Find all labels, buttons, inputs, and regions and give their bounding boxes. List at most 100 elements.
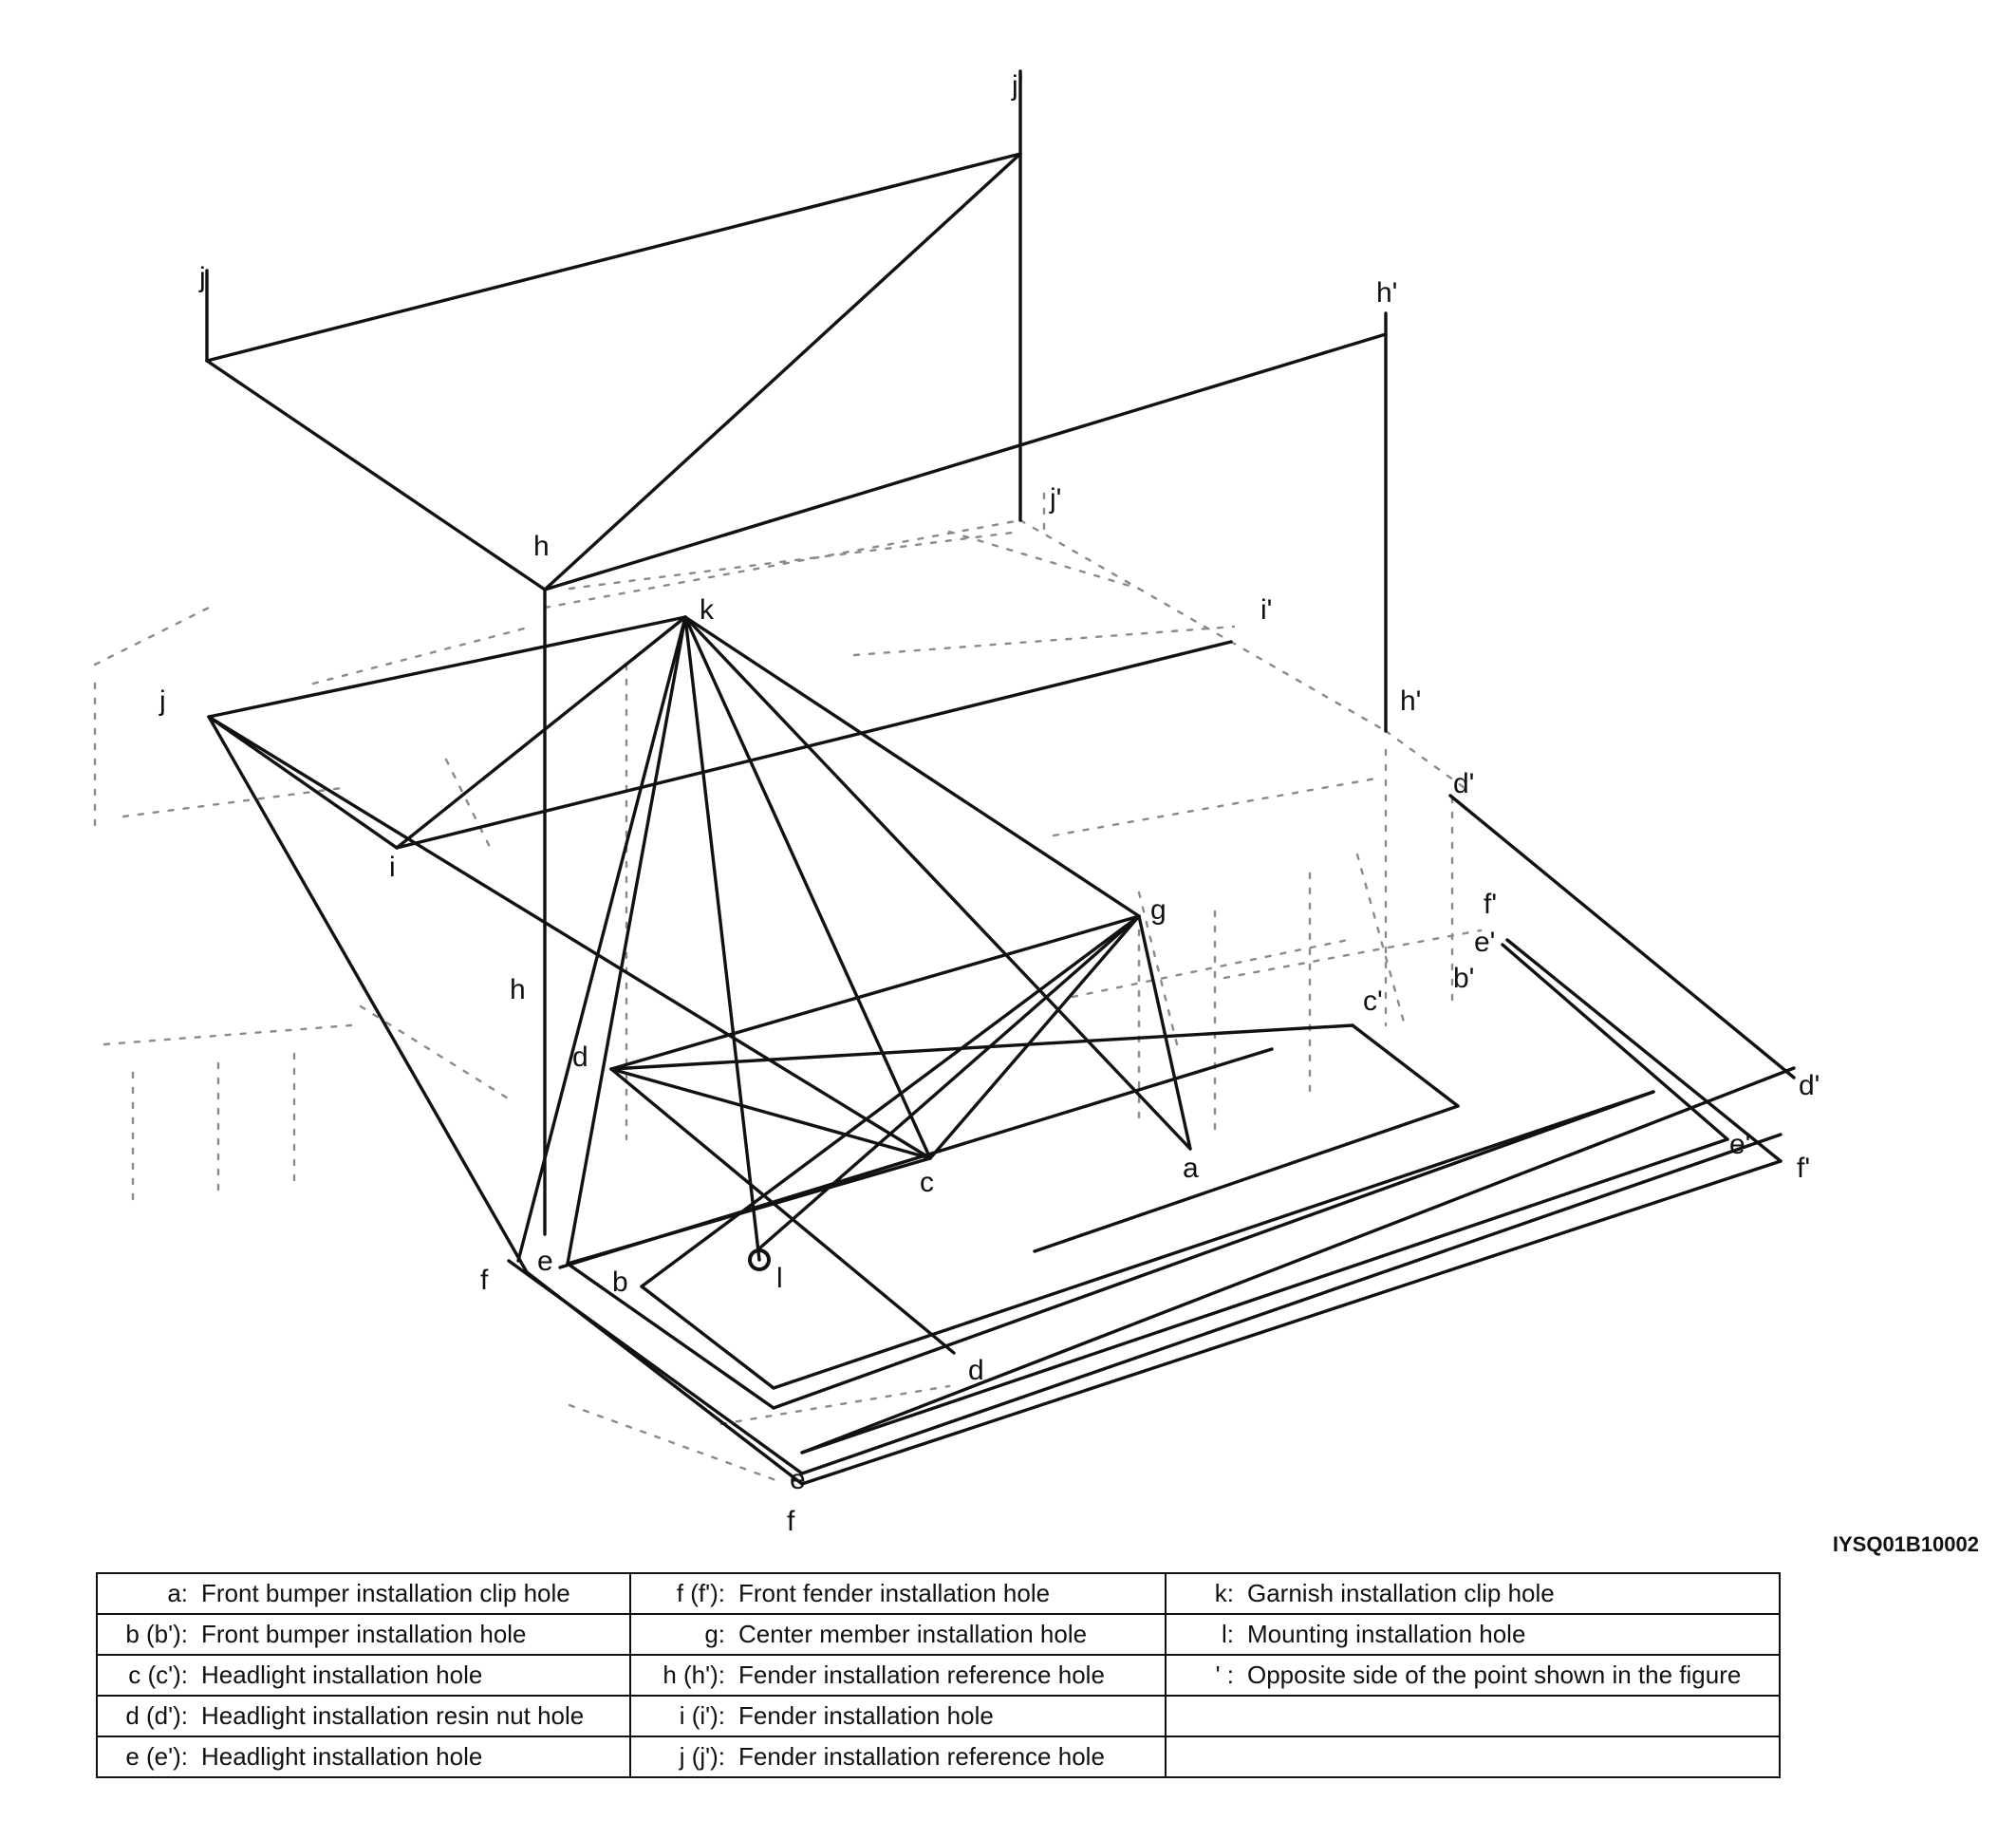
body-outline-stroke-0 — [1018, 518, 1388, 733]
body-dimension-diagram: j' j h' j' h k i' j h' d' i g f' e' b' h… — [93, 69, 1820, 1537]
body-outline-stroke-1 — [543, 518, 1022, 610]
dimension-line-32 — [558, 1047, 1274, 1269]
label-c: c — [920, 1167, 934, 1198]
dimension-line-4 — [205, 359, 547, 591]
body-outline-stroke-5 — [1052, 777, 1378, 837]
legend-cell: k:Garnish installation clip hole — [1165, 1572, 1781, 1615]
dimension-line-44 — [1501, 943, 1729, 1141]
legend-cell: i (i'): Fender installation hole — [629, 1695, 1167, 1737]
label-e-bottom: e — [790, 1464, 806, 1495]
dimension-line-3 — [543, 152, 1022, 591]
dimension-line-39 — [207, 715, 529, 1274]
dimension-line-24 — [609, 914, 1141, 1071]
legend-key: d (d'): — [125, 1701, 188, 1730]
legend-cell: b (b'):Front bumper installation hole — [96, 1613, 631, 1656]
legend-description: Headlight installation hole — [201, 1742, 483, 1771]
dimension-line-35 — [640, 1285, 775, 1390]
label-d-bottom: d — [968, 1355, 984, 1386]
legend-row: d (d'):Headlight installation resin nut … — [96, 1695, 1781, 1737]
body-outline-stroke-12 — [93, 606, 211, 666]
legend-cell: e (e'): Headlight installation hole — [96, 1736, 631, 1778]
body-outline-stroke-24 — [568, 530, 1022, 591]
dimension-line-29 — [1351, 1023, 1460, 1108]
point-labels: j' j h' j' h k i' j h' d' i g f' e' b' h… — [159, 70, 1820, 1537]
dimension-line-17 — [683, 615, 932, 1160]
legend-cell: a:Front bumper installation clip hole — [96, 1572, 631, 1615]
label-h-top: h — [533, 531, 550, 562]
label-h-prime-low: h' — [1400, 685, 1421, 717]
dimension-line-19 — [683, 615, 761, 1262]
legend-key: c (c'): — [128, 1661, 188, 1689]
legend-cell: d (d'):Headlight installation resin nut … — [96, 1695, 631, 1737]
dimension-line-13 — [207, 715, 399, 850]
label-f-prime-low: f' — [1797, 1153, 1810, 1184]
label-d-prime-top: d' — [1453, 768, 1474, 799]
label-e-prime-top: e' — [1474, 927, 1495, 958]
legend-description: Mounting installation hole — [1247, 1620, 1526, 1648]
label-f-left: f — [480, 1265, 489, 1296]
label-g: g — [1150, 894, 1167, 926]
label-i: i — [389, 852, 396, 883]
label-d-left: d — [572, 1041, 588, 1073]
label-j-prime-top: j' — [1011, 70, 1023, 102]
legend-row: c (c'): Headlight installation hole h (h')… — [96, 1654, 1781, 1697]
legend-key: j (j'): — [679, 1742, 725, 1771]
legend-cell — [1165, 1695, 1781, 1737]
body-outline-stroke-19 — [359, 1004, 514, 1103]
body-outline-stroke-25 — [852, 625, 1236, 657]
legend-description: Center member installation hole — [738, 1620, 1088, 1648]
legend-description: Opposite side of the point shown in the … — [1247, 1661, 1742, 1689]
label-c-prime: c' — [1363, 985, 1383, 1017]
dimension-line-14 — [207, 715, 932, 1160]
legend-description: Front fender installation hole — [738, 1579, 1051, 1607]
label-b: b — [612, 1267, 628, 1298]
body-outline-stroke-22 — [444, 758, 495, 856]
body-outline-stroke-23 — [311, 625, 533, 685]
legend-description: Headlight installation hole — [201, 1661, 483, 1689]
legend-description: Fender installation reference hole — [738, 1742, 1105, 1771]
dimension-line-34 — [772, 1090, 1655, 1410]
dimension-line-25 — [757, 914, 1141, 1250]
label-k: k — [700, 594, 715, 626]
body-outline-stroke-21 — [719, 1384, 951, 1426]
legend-description: Fender installation reference hole — [738, 1661, 1105, 1689]
body-outline-stroke-11 — [1223, 929, 1483, 980]
legend-key: a: — [167, 1579, 188, 1607]
label-e-left: e — [537, 1246, 553, 1277]
legend-description: Fender installation hole — [738, 1701, 994, 1730]
label-h-prime-top: h' — [1376, 277, 1397, 309]
label-b-prime: b' — [1453, 963, 1474, 994]
dimension-line-26 — [609, 1023, 1354, 1071]
legend-cell: h (h'): Fender installation reference hol… — [629, 1654, 1167, 1697]
dimension-line-15 — [683, 615, 1141, 918]
legend-key: h (h'): — [663, 1661, 725, 1689]
dimension-line-36 — [772, 1090, 1655, 1390]
legend-key: k: — [1214, 1579, 1234, 1607]
dimension-line-10 — [207, 615, 687, 719]
legend-key: f (f'): — [676, 1579, 725, 1607]
legend-cell: l:Mounting installation hole — [1165, 1613, 1781, 1656]
dimension-line-5 — [543, 332, 1388, 591]
label-i-prime: i' — [1260, 594, 1272, 626]
legend-cell: ' :Opposite side of the point shown in t… — [1165, 1654, 1781, 1697]
legend-row: e (e'): Headlight installation hole j (j')… — [96, 1736, 1781, 1778]
dimension-lines — [205, 69, 1796, 1486]
dimension-line-33 — [566, 1262, 775, 1410]
dimension-line-21 — [1137, 914, 1192, 1151]
dimension-line-18 — [566, 615, 687, 1266]
legend-key: i (i'): — [679, 1701, 725, 1730]
dimension-line-20 — [516, 615, 687, 1263]
legend-cell: f (f'): Front fender installation hole — [629, 1572, 1167, 1615]
legend-cell — [1165, 1736, 1781, 1778]
body-outline-stroke-10 — [1071, 938, 1350, 999]
legend-key: e (e'): — [125, 1742, 188, 1771]
label-f-bottom: f — [787, 1506, 795, 1537]
legend-cell: g:Center member installation hole — [629, 1613, 1167, 1656]
label-j-top: j — [198, 262, 206, 293]
dimension-line-45 — [1448, 794, 1796, 1079]
label-f-prime-top: f' — [1484, 889, 1497, 920]
dimension-line-11 — [395, 615, 687, 850]
